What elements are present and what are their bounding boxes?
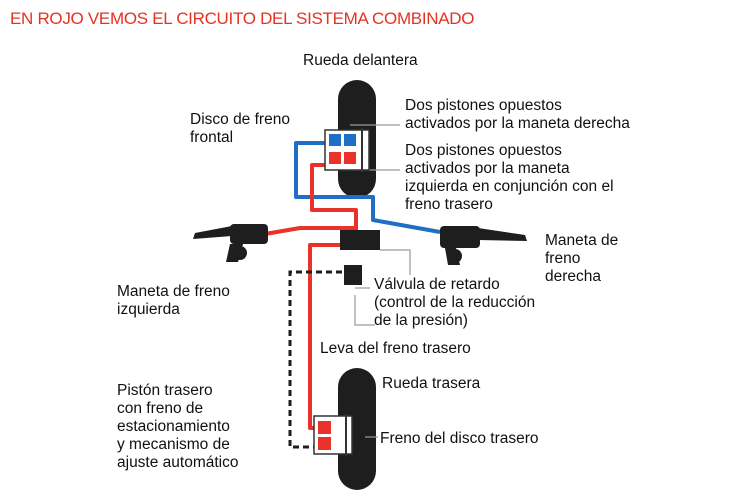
label-rear-piston-line1: Pistón trasero xyxy=(117,382,213,399)
label-delay-valve-line2: (control de la reducción xyxy=(374,294,536,311)
label-left-lever-line1: Maneta de freno xyxy=(117,283,230,300)
label-left-pistons-line4: freno trasero xyxy=(405,196,493,213)
label-left-pistons-line3: izquierda en conjunción con el xyxy=(405,178,614,195)
label-rear-cam: Leva del freno trasero xyxy=(320,340,471,357)
parking-cable xyxy=(288,270,352,449)
label-delay-valve-line3: de la presión) xyxy=(374,312,468,329)
label-rear-piston-line3: estacionamiento xyxy=(117,418,230,435)
left-lever xyxy=(193,224,268,262)
label-left-pistons-line1: Dos pistones opuestos xyxy=(405,142,562,159)
label-right-pistons-line1: Dos pistones opuestos xyxy=(405,97,562,114)
front-caliper xyxy=(324,128,370,172)
delay-valve-block xyxy=(344,265,362,285)
label-right-lever-line1: Maneta de xyxy=(545,232,619,249)
label-front-wheel: Rueda delantera xyxy=(303,52,418,69)
label-rear-piston-line4: y mecanismo de xyxy=(117,436,230,453)
rear-caliper xyxy=(313,414,353,456)
label-left-lever-line2: izquierda xyxy=(117,301,180,318)
blue-circuit-line xyxy=(294,141,441,234)
label-rear-piston-line2: con freno de xyxy=(117,400,204,417)
label-front-disc-line2: frontal xyxy=(190,129,234,146)
label-left-pistons-line2: activados por la maneta xyxy=(405,160,570,177)
label-rear-wheel: Rueda trasera xyxy=(382,375,481,392)
label-right-lever-line2: freno xyxy=(545,250,581,267)
right-lever xyxy=(440,226,527,265)
label-rear-disc: Freno del disco trasero xyxy=(380,430,539,447)
label-front-disc-line1: Disco de freno xyxy=(190,111,290,128)
label-right-pistons-line2: activados por la maneta derecha xyxy=(405,115,630,132)
label-delay-valve-line1: Válvula de retardo xyxy=(374,276,500,293)
page-title: EN ROJO VEMOS EL CIRCUITO DEL SISTEMA CO… xyxy=(10,9,475,28)
label-rear-piston-line5: ajuste automático xyxy=(117,454,239,471)
label-right-lever-line3: derecha xyxy=(545,268,602,285)
delay-valve-body xyxy=(340,230,380,250)
rear-wheel xyxy=(338,368,376,490)
